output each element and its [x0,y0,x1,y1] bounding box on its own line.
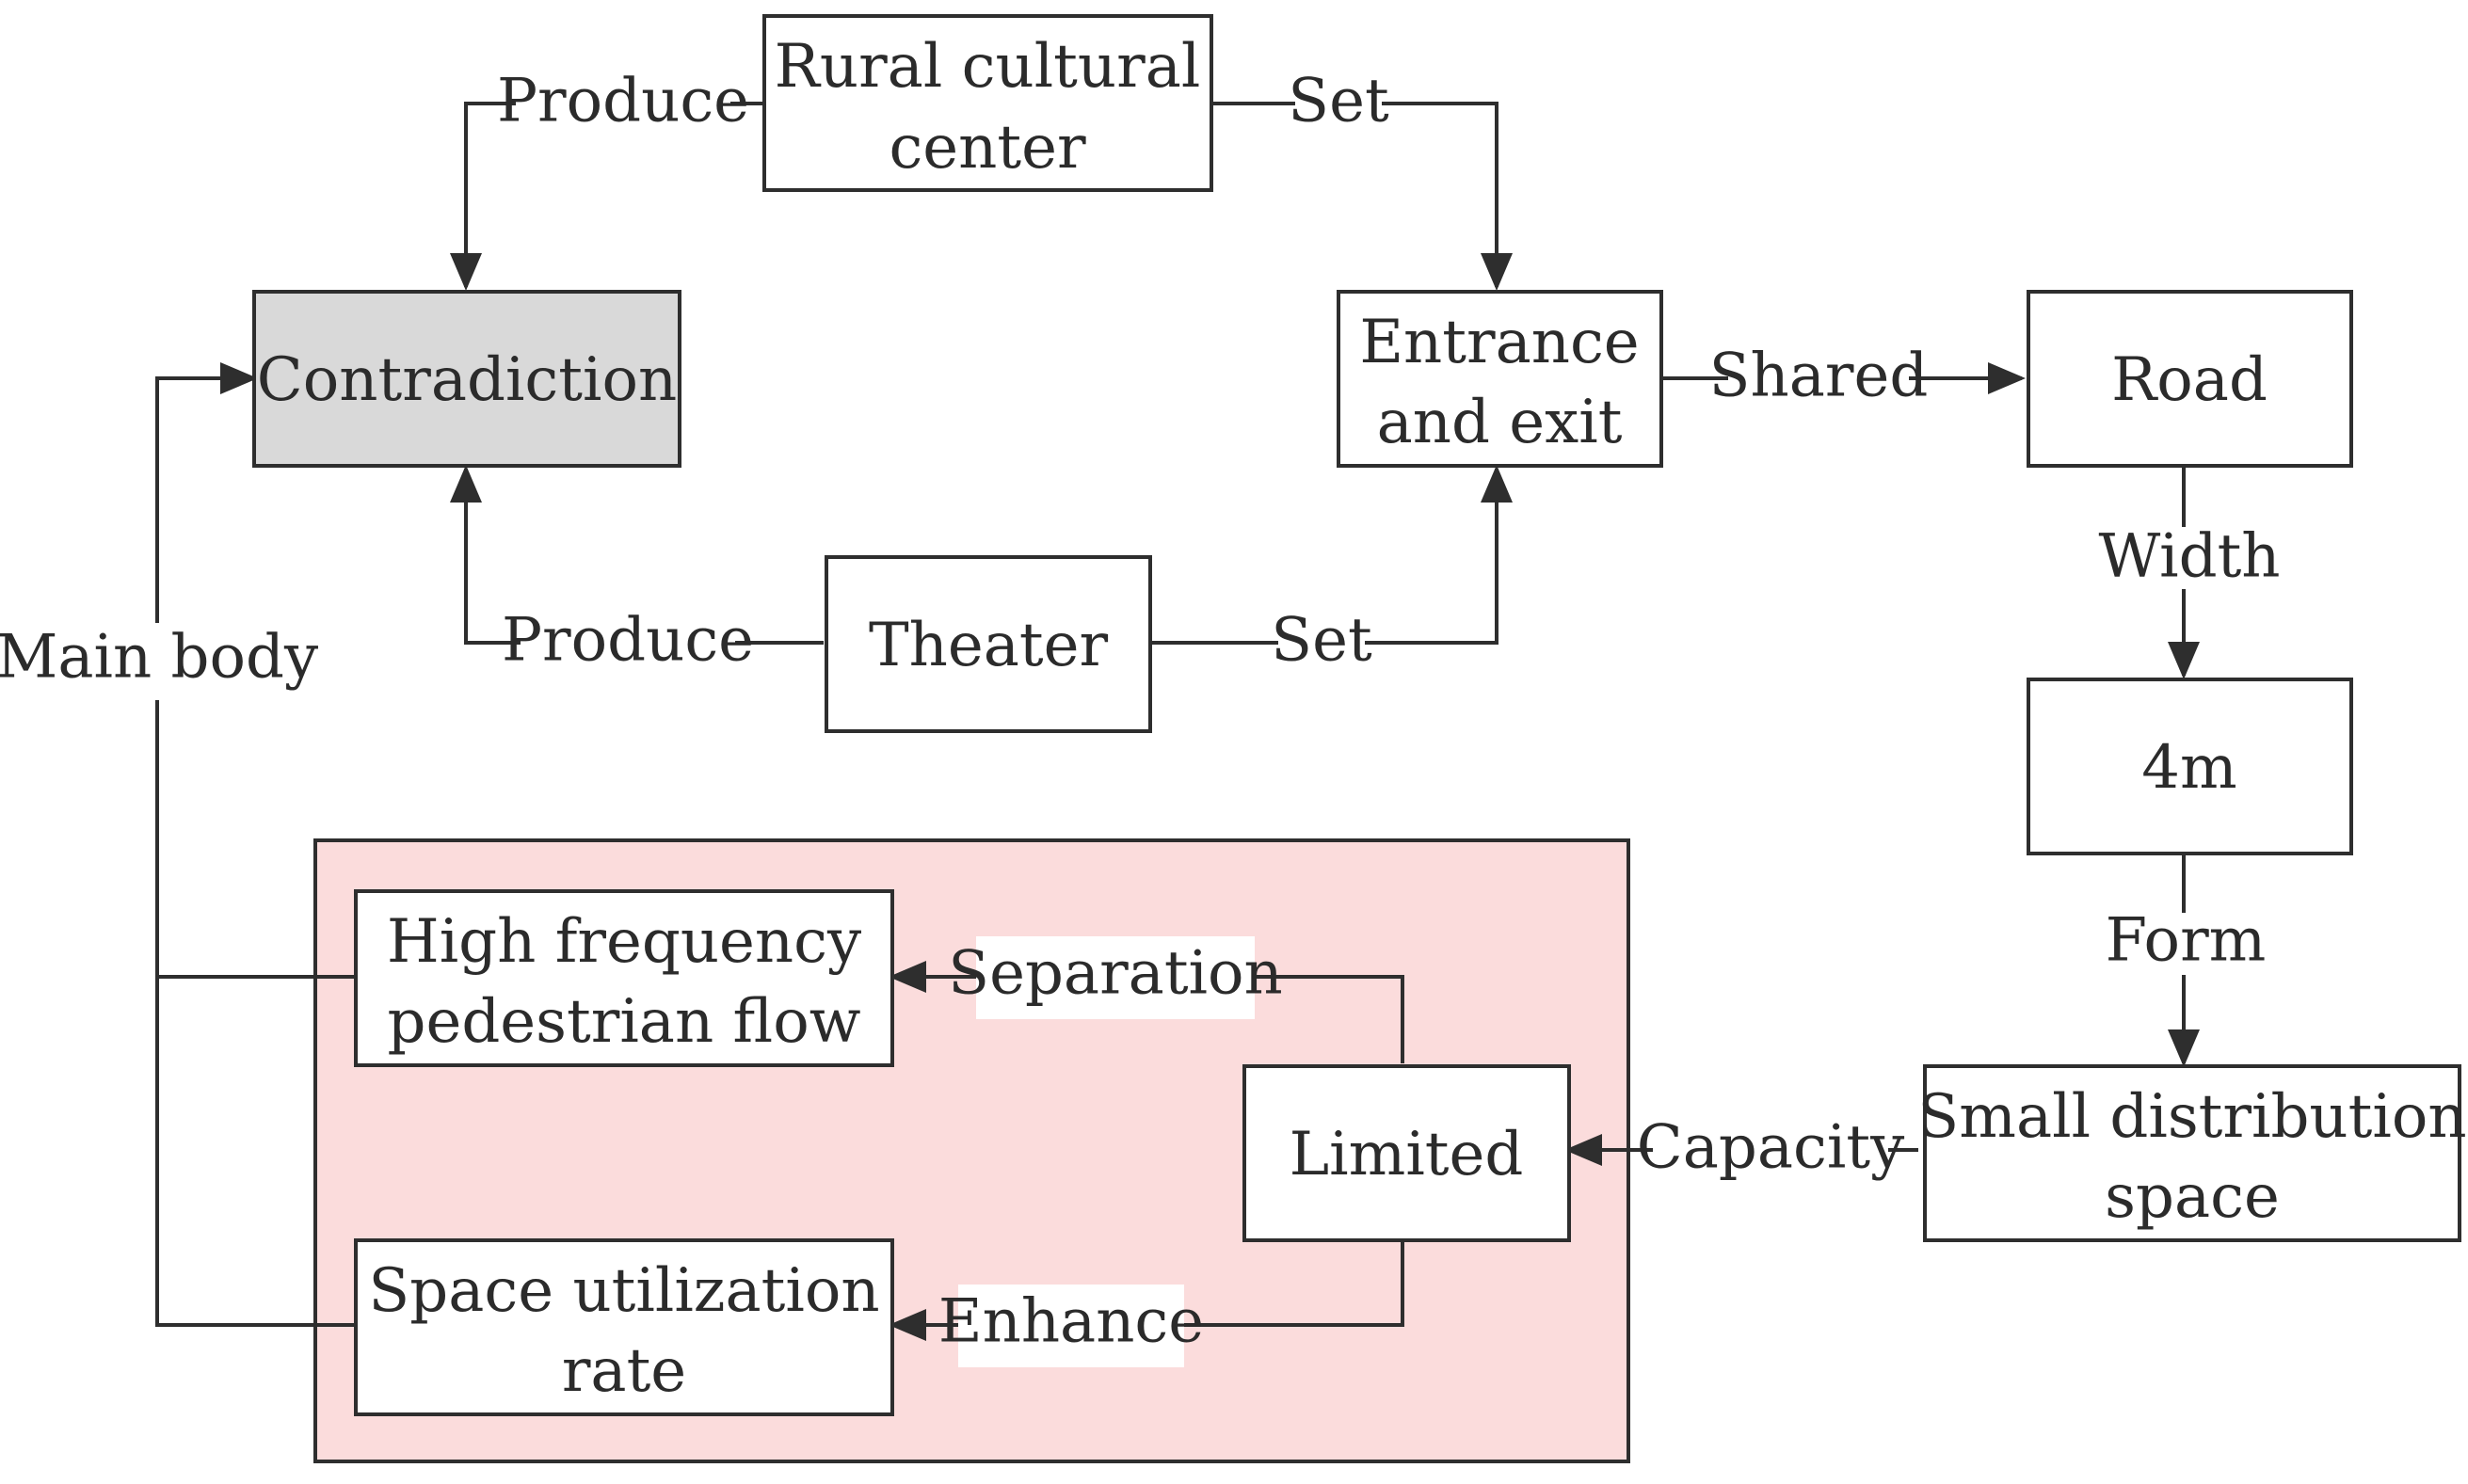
node-contradiction: Contradiction [252,290,681,468]
edge-label-capacity: Capacity [1637,1113,1904,1183]
edge-main-body-branch [155,977,356,1327]
node-label: Limited [1290,1120,1524,1189]
node-label: space [2105,1162,2280,1232]
node-label: center [889,113,1086,183]
node-label: High frequency [387,907,861,977]
edge-label-separation: Separation [948,939,1283,1009]
edge-label-form: Form [2106,906,2267,976]
node-small-distribution-space: Small distribution space [1917,1064,2467,1242]
node-4m: 4m [2027,678,2353,855]
node-label: Theater [869,611,1109,680]
node-limited: Limited [1242,1064,1571,1242]
node-label: Rural cultural [775,32,1201,102]
node-label: pedestrian flow [387,987,860,1057]
edge-set-bottom [1148,465,1513,645]
node-road: Road [2027,290,2353,468]
node-high-frequency-pedestrian-flow: High frequency pedestrian flow [354,889,894,1067]
edge-label-main-body: Main body [0,623,318,693]
node-label: 4m [2141,733,2236,803]
node-label: and exit [1377,388,1623,457]
edge-label-set-bottom: Set [1271,606,1372,676]
edge-label-shared: Shared [1709,342,1929,411]
edge-label-set-top: Set [1288,67,1389,136]
edge-label-produce-top: Produce [497,67,749,136]
edge-label-produce-bottom: Produce [502,606,754,676]
node-label: rate [562,1336,686,1406]
edge-label-width: Width [2098,522,2280,592]
edge-label-enhance: Enhance [938,1287,1204,1357]
node-entrance-and-exit: Entrance and exit [1337,290,1663,468]
node-space-utilization-rate: Space utilization rate [354,1238,894,1416]
node-label: Space utilization [368,1256,879,1326]
node-label: Entrance [1359,308,1639,377]
node-theater: Theater [825,555,1152,733]
node-label: Small distribution [1917,1082,2466,1152]
node-rural-cultural-center: Rural cultural center [762,14,1213,192]
node-label: Road [2111,345,2268,415]
node-label: Contradiction [257,345,677,415]
